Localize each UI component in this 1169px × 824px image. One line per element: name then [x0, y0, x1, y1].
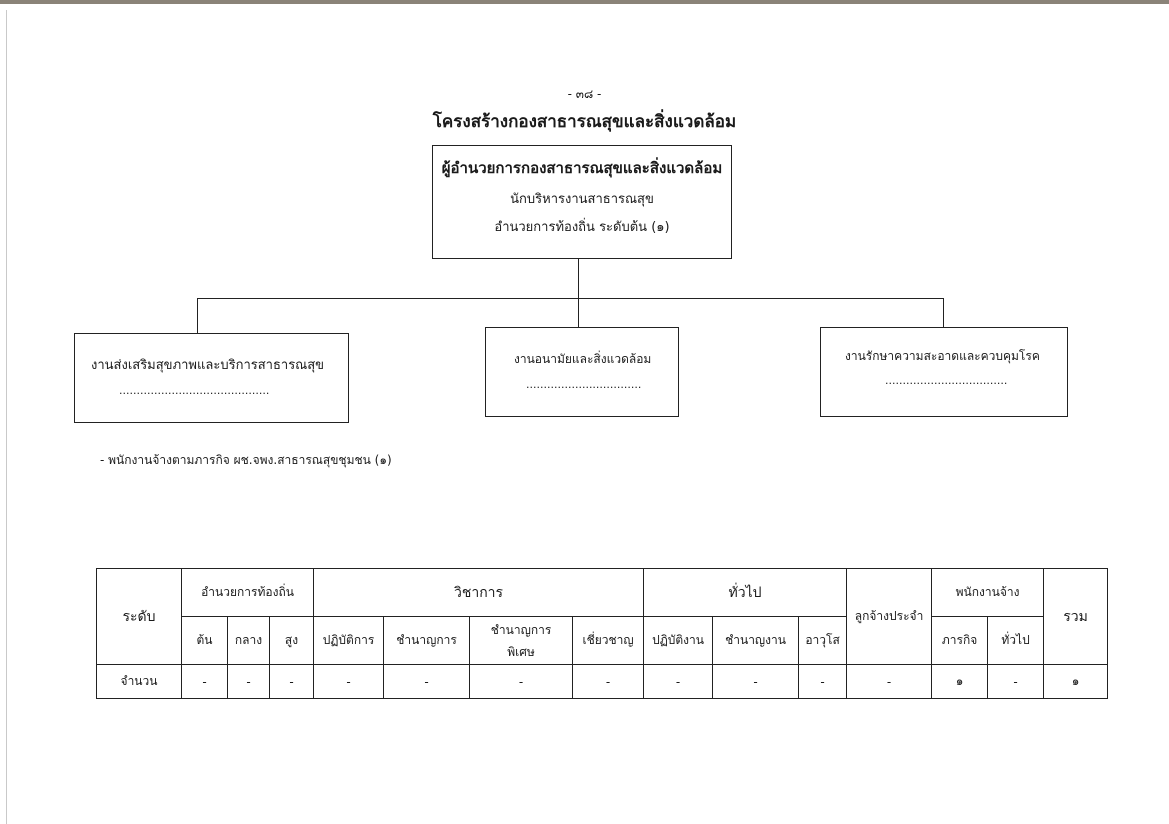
header-level: ระดับ [96, 568, 182, 665]
value-cell: - [383, 664, 471, 699]
subheader-cell: เชี่ยวชาญ [572, 616, 645, 665]
unit-label: งานอนามัยและสิ่งแวดล้อม [514, 352, 652, 366]
value-cell: - [643, 664, 714, 699]
header-general: ทั่วไป [643, 568, 848, 617]
connector-vertical-main [578, 259, 579, 299]
staff-note: - พนักงานจ้างตามภารกิจ ผช.จพง.สาธารณสุขช… [100, 453, 392, 467]
unit-box-sanitation: งานอนามัยและสิ่งแวดล้อม ................… [485, 327, 679, 417]
subheader-cell: ต้น [181, 616, 228, 665]
scan-left-edge [6, 10, 7, 824]
head-job-title: นักบริหารงานสาธารณสุข [510, 192, 654, 207]
connector-middle [578, 298, 579, 328]
value-cell: - [181, 664, 228, 699]
subheader-cell: ปฏิบัติการ [313, 616, 385, 665]
header-permanent-employee: ลูกจ้างประจำ [846, 568, 933, 665]
header-local-admin: อำนวยการท้องถิ่น [180, 568, 315, 617]
division-head-box: ผู้อำนวยการกองสาธารณสุขและสิ่งแวดล้อม นั… [432, 145, 732, 259]
connector-left [197, 298, 198, 334]
unit-box-cleaning-disease-control: งานรักษาความสะอาดและควบคุมโรค ..........… [820, 327, 1068, 417]
head-position: ผู้อำนวยการกองสาธารณสุขและสิ่งแวดล้อม [441, 159, 723, 177]
row-label: จำนวน [96, 664, 182, 699]
connector-right [943, 298, 944, 328]
subheader-cell: อาวุโส [798, 616, 848, 665]
subheader-cell: ภารกิจ [931, 616, 989, 665]
unit-box-health-promotion: งานส่งเสริมสุขภาพและบริการสาธารณสุข ....… [74, 333, 349, 423]
connector-horizontal [197, 298, 944, 299]
subheader-cell: ทั่วไป [987, 616, 1045, 665]
value-cell: - [268, 664, 315, 699]
unit-dots: ................................... [885, 374, 1008, 387]
value-cell: - [846, 664, 933, 699]
header-total: รวม [1043, 568, 1109, 665]
value-cell: - [987, 664, 1045, 699]
subheader-cell: ชำนาญการ พิเศษ [469, 616, 574, 665]
unit-label: งานส่งเสริมสุขภาพและบริการสาธารณสุข [91, 358, 325, 373]
head-level: อำนวยการท้องถิ่น ระดับต้น (๑) [494, 220, 670, 235]
subheader-cell: กลาง [227, 616, 270, 665]
value-cell: - [798, 664, 848, 699]
page-title: โครงสร้างกองสาธารณสุขและสิ่งแวดล้อม [432, 112, 737, 132]
value-cell: - [469, 664, 574, 699]
scan-top-border [0, 0, 1169, 4]
value-cell: - [572, 664, 645, 699]
value-cell: - [313, 664, 385, 699]
value-cell: - [712, 664, 800, 699]
subheader-cell: ปฏิบัติงาน [643, 616, 714, 665]
unit-label: งานรักษาความสะอาดและควบคุมโรค [845, 349, 1040, 363]
page-number: - ๓๘ - [567, 87, 602, 101]
subheader-cell: ชำนาญงาน [712, 616, 800, 665]
value-cell: ๑ [1043, 664, 1109, 699]
personnel-summary-table: ระดับ อำนวยการท้องถิ่น วิชาการ ทั่วไป ลู… [96, 568, 1109, 699]
value-cell: - [227, 664, 270, 699]
header-academic: วิชาการ [313, 568, 645, 617]
value-cell: ๑ [931, 664, 989, 699]
unit-dots: ................................. [526, 378, 642, 391]
subheader-cell: สูง [268, 616, 315, 665]
subheader-cell: ชำนาญการ [383, 616, 471, 665]
header-employee: พนักงานจ้าง [931, 568, 1045, 617]
unit-dots: ........................................… [119, 384, 270, 397]
